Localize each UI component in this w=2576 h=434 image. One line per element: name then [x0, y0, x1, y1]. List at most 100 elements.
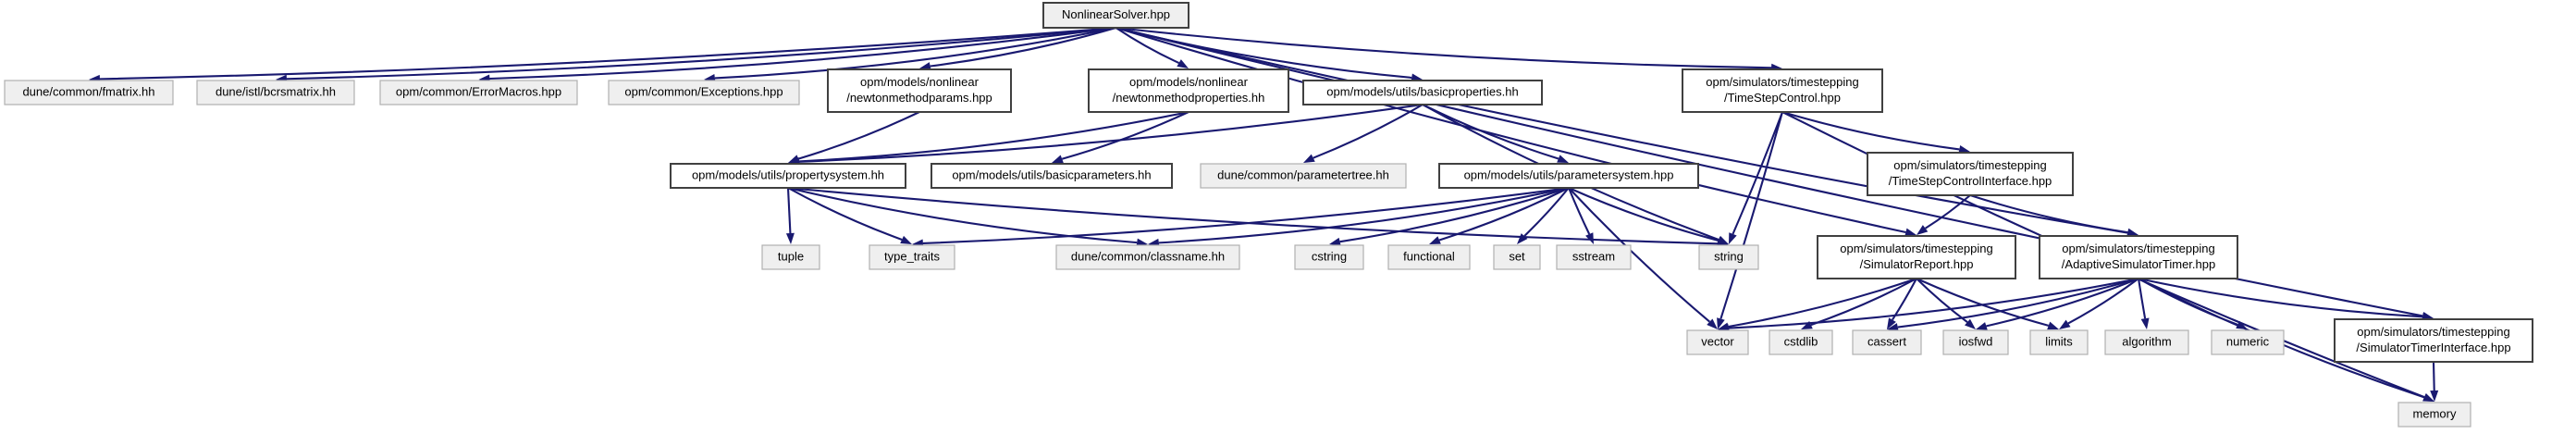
node-box[interactable]	[608, 80, 800, 105]
nodes-layer: NonlinearSolver.hpp dune/common/fmatrix.h…	[4, 2, 2533, 428]
graph-node-opm-simulators-timestepping-adaptivesimulatortimer-hpp[interactable]: opm/simulators/timestepping/AdaptiveSimu…	[2039, 235, 2238, 279]
graph-node-algorithm[interactable]: algorithm	[2104, 329, 2189, 355]
node-box[interactable]	[1686, 329, 1749, 355]
graph-node-dune-common-fmatrix-hh[interactable]: dune/common/fmatrix.hh	[4, 80, 174, 105]
node-label: /SimulatorReport.hpp	[1860, 257, 1974, 271]
graph-node-opm-models-utils-basicparameters-hh[interactable]: opm/models/utils/basicparameters.hh	[931, 163, 1173, 189]
graph-node-opm-common-exceptions-hpp[interactable]: opm/common/Exceptions.hpp	[608, 80, 800, 105]
node-box[interactable]	[1200, 163, 1407, 189]
graph-node-opm-models-nonlinear-newtonmethodparams-hpp[interactable]: opm/models/nonlinear/newtonmethodparams.…	[827, 68, 1012, 113]
graph-node-cassert[interactable]: cassert	[1852, 329, 1922, 355]
node-box[interactable]	[1055, 244, 1240, 270]
graph-node-cstdlib[interactable]: cstdlib	[1769, 329, 1833, 355]
node-label: cstring	[1312, 249, 1347, 263]
node-box[interactable]	[1817, 235, 2016, 279]
node-label: dune/istl/bcrsmatrix.hh	[216, 84, 336, 98]
node-box[interactable]	[2029, 329, 2089, 355]
node-box[interactable]	[1556, 244, 1632, 270]
node-label: /newtonmethodproperties.hh	[1113, 91, 1265, 105]
graph-node-dune-istl-bcrsmatrix-hh[interactable]: dune/istl/bcrsmatrix.hh	[196, 80, 355, 105]
graph-node-dune-common-parametertree-hh[interactable]: dune/common/parametertree.hh	[1200, 163, 1407, 189]
graph-edge	[1158, 186, 1570, 244]
node-label: /AdaptiveSimulatorTimer.hpp	[2062, 257, 2215, 271]
graph-edge	[1422, 104, 1559, 160]
graph-node-cstring[interactable]: cstring	[1294, 244, 1364, 270]
node-label: algorithm	[2122, 334, 2171, 348]
graph-edge	[2067, 278, 2139, 325]
graph-edge	[1313, 104, 1424, 159]
node-box[interactable]	[1042, 2, 1189, 29]
node-box[interactable]	[2334, 318, 2533, 363]
node-box[interactable]	[2104, 329, 2189, 355]
node-label: opm/simulators/timestepping	[2062, 242, 2214, 255]
graph-node-limits[interactable]: limits	[2029, 329, 2089, 355]
node-label: NonlinearSolver.hpp	[1062, 7, 1170, 21]
graph-edge	[798, 110, 1189, 163]
node-box[interactable]	[670, 163, 906, 189]
node-label: string	[1714, 249, 1744, 263]
graph-node-opm-models-utils-parametersystem-hpp[interactable]: opm/models/utils/parametersystem.hpp	[1438, 163, 1699, 189]
graph-node-opm-simulators-timestepping-timestepcontrol-hpp[interactable]: opm/simulators/timestepping/TimeStepCont…	[1682, 68, 1883, 113]
graph-edge	[786, 187, 792, 234]
graph-node-opm-models-utils-basicproperties-hh[interactable]: opm/models/utils/basicproperties.hh	[1302, 80, 1543, 105]
node-box[interactable]	[1769, 329, 1833, 355]
graph-node-iosfwd[interactable]: iosfwd	[1942, 329, 2009, 355]
graph-edge-arrowhead	[1965, 318, 1976, 329]
graph-node-functional[interactable]: functional	[1387, 244, 1471, 270]
graph-edge	[1523, 187, 1570, 237]
node-box[interactable]	[2211, 329, 2285, 355]
node-box[interactable]	[1682, 68, 1883, 113]
graph-node-sstream[interactable]: sstream	[1556, 244, 1632, 270]
node-box[interactable]	[2039, 235, 2238, 279]
graph-node-opm-models-nonlinear-newtonmethodproperties-hh[interactable]: opm/models/nonlinear/newtonmethodpropert…	[1088, 68, 1289, 113]
node-box[interactable]	[379, 80, 578, 105]
node-label: tuple	[778, 249, 804, 263]
graph-node-opm-simulators-timestepping-simulatortimerinterface-hpp[interactable]: opm/simulators/timestepping/SimulatorTim…	[2334, 318, 2533, 363]
graph-node-type-traits[interactable]: type_traits	[869, 244, 955, 270]
node-box[interactable]	[1867, 152, 2074, 196]
node-label: cassert	[1867, 334, 1906, 348]
node-box[interactable]	[4, 80, 174, 105]
node-box[interactable]	[1302, 80, 1543, 105]
graph-edge	[787, 186, 1138, 244]
graph-node-numeric[interactable]: numeric	[2211, 329, 2285, 355]
node-box[interactable]	[1698, 244, 1759, 270]
node-label: functional	[1403, 249, 1455, 263]
graph-node-opm-models-utils-propertysystem-hh[interactable]: opm/models/utils/propertysystem.hh	[670, 163, 906, 189]
graph-node-dune-common-classname-hh[interactable]: dune/common/classname.hh	[1055, 244, 1240, 270]
graph-node-vector[interactable]: vector	[1686, 329, 1749, 355]
graph-node-memory[interactable]: memory	[2397, 402, 2471, 428]
node-box[interactable]	[931, 163, 1173, 189]
graph-edge	[1810, 278, 1917, 327]
graph-node-tuple[interactable]: tuple	[761, 244, 820, 270]
graph-node-nonlinearsolver-hpp[interactable]: NonlinearSolver.hpp	[1042, 2, 1189, 29]
node-label: opm/common/Exceptions.hpp	[624, 84, 783, 98]
graph-edge-arrowhead	[900, 235, 912, 244]
node-box[interactable]	[1438, 163, 1699, 189]
graph-edge	[798, 103, 1424, 163]
node-label: numeric	[2226, 334, 2270, 348]
graph-edge	[1438, 187, 1570, 242]
node-box[interactable]	[2397, 402, 2471, 428]
graph-edge	[1115, 26, 1772, 69]
graph-edge-arrowhead	[2140, 317, 2150, 329]
graph-node-string[interactable]: string	[1698, 244, 1759, 270]
graph-edge-arrowhead	[1136, 238, 1148, 247]
graph-node-set[interactable]: set	[1493, 244, 1541, 270]
node-box[interactable]	[1294, 244, 1364, 270]
graph-node-opm-common-errormacros-hpp[interactable]: opm/common/ErrorMacros.hpp	[379, 80, 578, 105]
node-box[interactable]	[827, 68, 1012, 113]
graph-edge	[1732, 111, 1783, 235]
node-box[interactable]	[869, 244, 955, 270]
node-box[interactable]	[761, 244, 820, 270]
node-box[interactable]	[1852, 329, 1922, 355]
node-box[interactable]	[1088, 68, 1289, 113]
node-box[interactable]	[196, 80, 355, 105]
graph-node-opm-simulators-timestepping-simulatorreport-hpp[interactable]: opm/simulators/timestepping/SimulatorRep…	[1817, 235, 2016, 279]
node-box[interactable]	[1493, 244, 1541, 270]
graph-edge-arrowhead	[1887, 323, 1899, 331]
node-box[interactable]	[1387, 244, 1471, 270]
graph-node-opm-simulators-timestepping-timestepcontrolinterface-hpp[interactable]: opm/simulators/timestepping/TimeStepCont…	[1867, 152, 2074, 196]
node-box[interactable]	[1942, 329, 2009, 355]
